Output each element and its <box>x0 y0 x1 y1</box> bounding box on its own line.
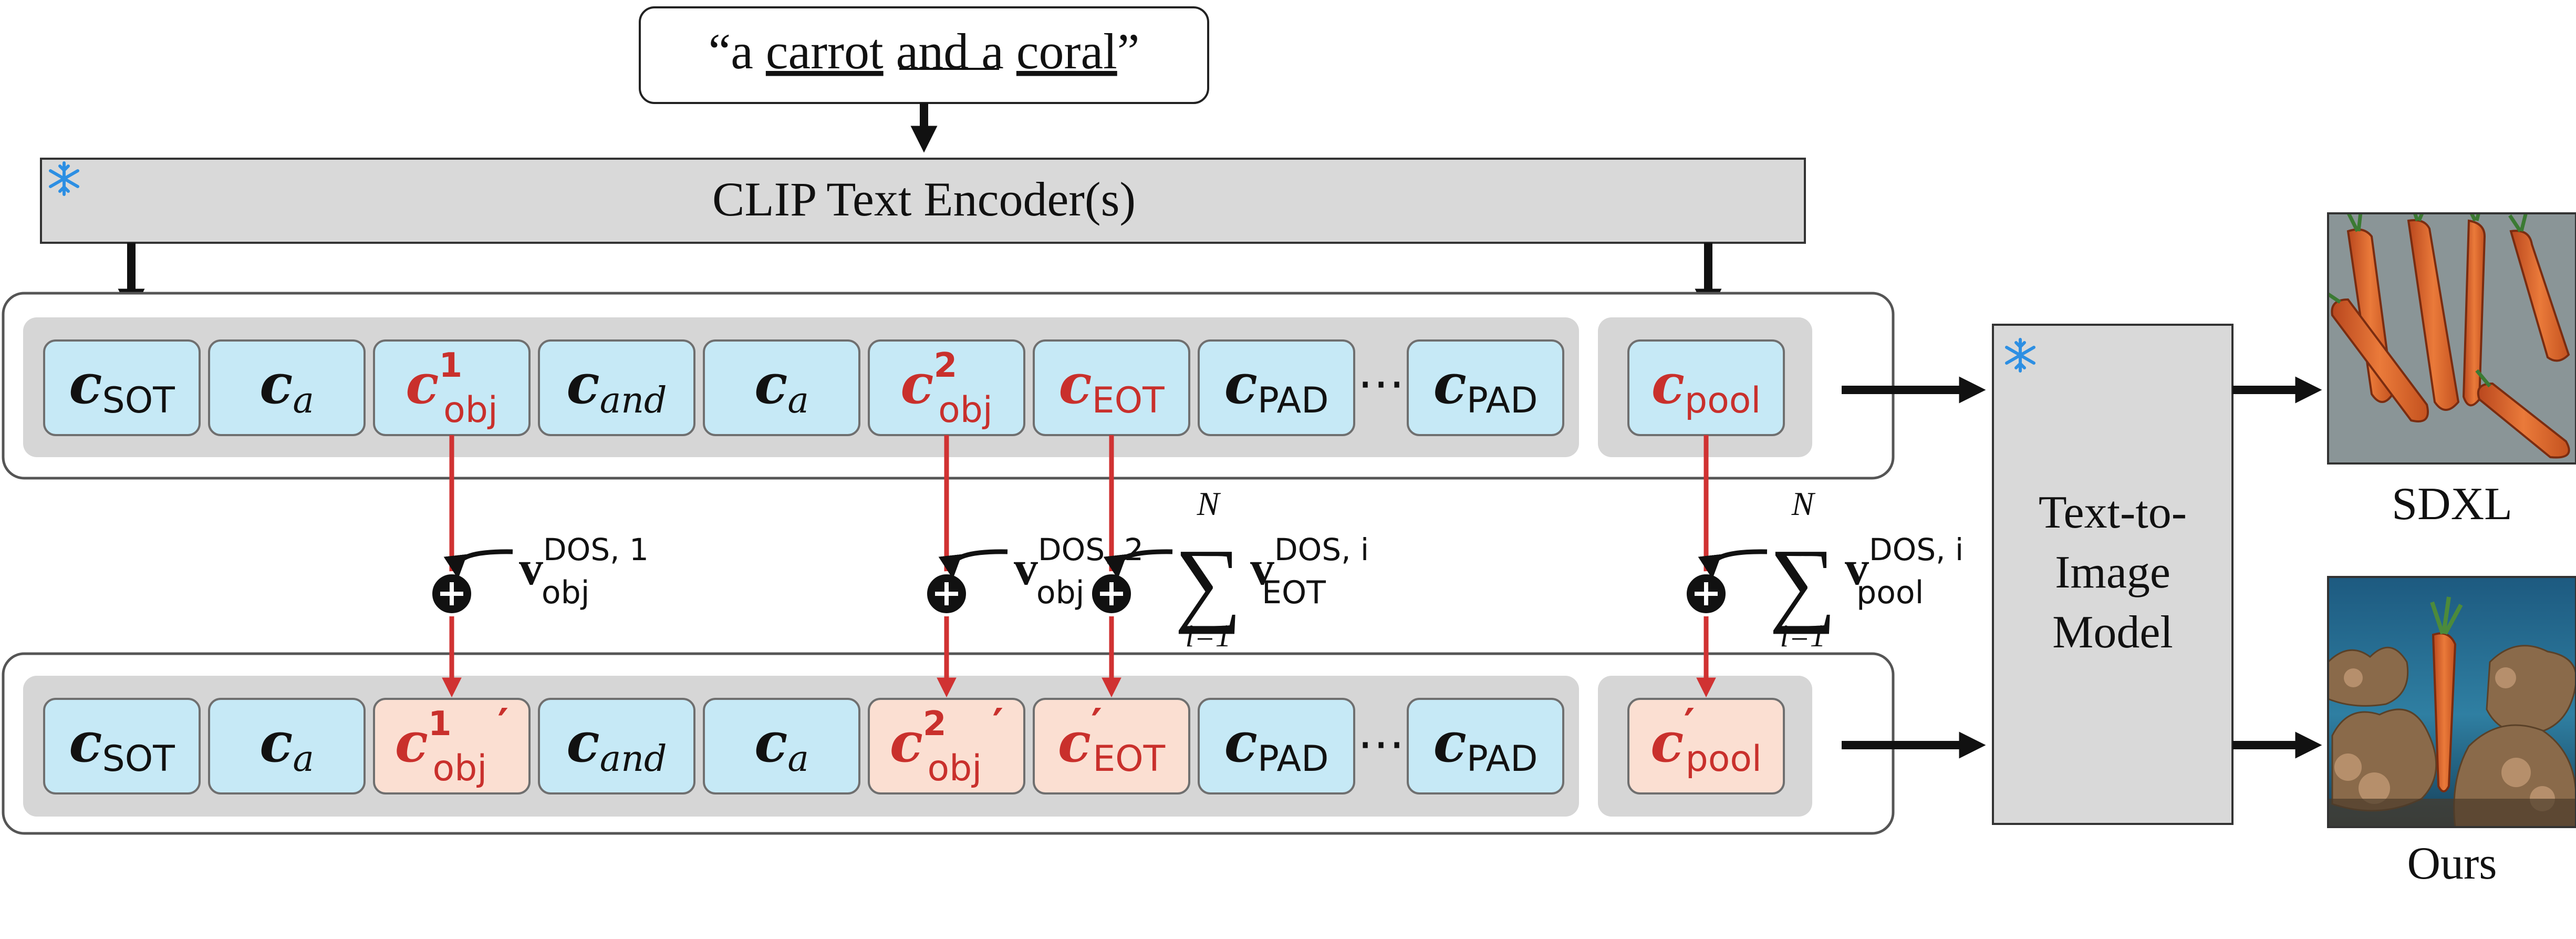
curved-arrow <box>938 549 1008 579</box>
svg-text:i=1: i=1 <box>1185 618 1231 653</box>
token-and-bottom: cand <box>538 698 695 794</box>
svg-text:ca: ca <box>754 352 809 421</box>
top-ellipsis: ⋯ <box>1357 356 1405 411</box>
svg-text:N: N <box>1791 485 1816 522</box>
plus-icon <box>1089 571 1134 616</box>
svg-text:cPAD: cPAD <box>1224 352 1329 421</box>
encoder-label: CLIP Text Encoder(s) <box>712 172 1136 226</box>
model-label-line1: Text-to- <box>2039 487 2187 538</box>
svg-text:cSOT: cSOT <box>69 352 175 421</box>
plus-icon <box>924 571 969 616</box>
prompt-close-quote: ” <box>1117 23 1140 79</box>
prompt-box: “a carrot and a coral” <box>639 6 1209 104</box>
text-to-image-model: Text-to- Image Model <box>1992 324 2234 825</box>
plus-icon <box>1684 571 1729 616</box>
prompt-prefix: a <box>731 23 766 79</box>
snowflake-icon <box>49 161 79 196</box>
svg-text:cpool: cpool <box>1651 352 1761 421</box>
svg-text:ca: ca <box>754 710 809 780</box>
token-and-top: cand <box>538 339 695 436</box>
token-a-top: ca <box>208 339 366 436</box>
svg-text:cSOT: cSOT <box>69 710 175 780</box>
token-pad-top: cPAD <box>1198 339 1355 436</box>
sdxl-label: SDXL <box>2392 479 2512 530</box>
svg-text:N: N <box>1197 485 1221 522</box>
token-sot-top: cSOT <box>43 339 201 436</box>
summation-symbol: ∑ Ni=1 <box>1769 485 1836 653</box>
snowflake-icon <box>2005 338 2035 373</box>
svg-text:cPAD: cPAD <box>1434 710 1538 780</box>
token-a-bottom: ca <box>703 698 860 794</box>
bottom-ellipsis: ⋯ <box>1357 716 1405 771</box>
prompt-word-carrot: carrot <box>766 23 884 79</box>
token-a-top: ca <box>703 339 860 436</box>
svg-text:cand: cand <box>566 352 667 421</box>
svg-text:ca: ca <box>259 352 314 421</box>
token-pool-bottom: c′pool <box>1627 698 1785 794</box>
model-label-line3: Model <box>2052 607 2173 658</box>
token-sot-bottom: cSOT <box>43 698 201 794</box>
clip-text-encoder: CLIP Text Encoder(s) <box>40 158 1806 244</box>
token-pad-bottom: cPAD <box>1407 698 1564 794</box>
token-pad-bottom: cPAD <box>1198 698 1355 794</box>
token-a-bottom: ca <box>208 698 366 794</box>
summation-symbol: ∑ Ni=1 <box>1175 485 1242 653</box>
token-eot-top: cEOT <box>1033 339 1190 436</box>
token-pad-top: cPAD <box>1407 339 1564 436</box>
model-label-line2: Image <box>2055 547 2170 598</box>
token-eot-bottom: c′EOT <box>1033 698 1190 794</box>
prompt-open-quote: “ <box>709 23 731 79</box>
token-pool-top: cpool <box>1627 339 1785 436</box>
svg-text:cand: cand <box>566 710 667 780</box>
svg-text:c′pool: c′pool <box>1650 699 1762 780</box>
prompt-word-coral: coral <box>1016 23 1117 79</box>
plus-icon <box>429 571 474 616</box>
curved-arrow <box>1103 549 1173 579</box>
svg-text:c′EOT: c′EOT <box>1058 699 1166 780</box>
svg-text:cPAD: cPAD <box>1224 710 1329 780</box>
prompt-middle: and a <box>884 23 1016 79</box>
svg-text:cPAD: cPAD <box>1434 352 1538 421</box>
svg-text:cEOT: cEOT <box>1058 352 1165 421</box>
svg-text:“a carrot and a coral”: “a carrot and a coral” <box>709 23 1140 79</box>
svg-text:∑: ∑ <box>1175 530 1242 634</box>
svg-text:∑: ∑ <box>1769 530 1836 634</box>
curved-arrow <box>1698 549 1768 579</box>
ours-label: Ours <box>2407 838 2497 889</box>
sdxl-output-image <box>2327 212 2576 465</box>
ours-output-image <box>2327 576 2576 828</box>
svg-text:ca: ca <box>259 710 314 780</box>
svg-text:i=1: i=1 <box>1780 618 1825 653</box>
curved-arrow <box>443 549 513 579</box>
